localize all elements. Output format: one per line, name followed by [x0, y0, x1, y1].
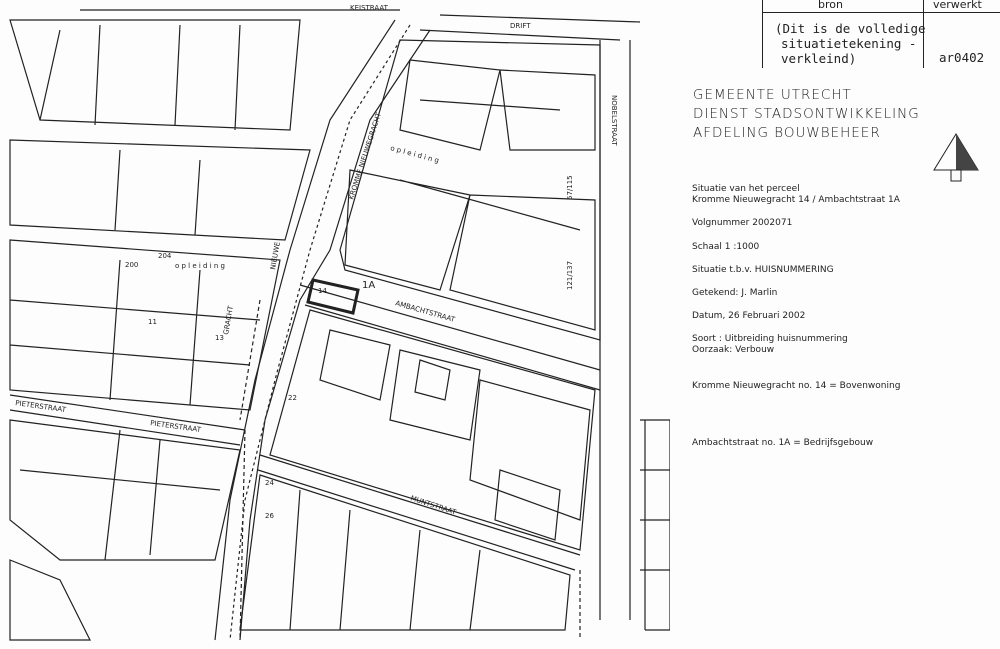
label-204: 204: [158, 252, 172, 260]
col-source-header: bron: [818, 0, 843, 11]
note-bovenwoning: Kromme Nieuwegracht no. 14 = Bovenwoning: [692, 381, 901, 391]
kromme-nieuwegracht-street-east: [239, 29, 431, 641]
type: Soort : Uitbreiding huisnummering: [692, 334, 848, 344]
header-line: GEMEENTE UTRECHT: [693, 87, 852, 103]
label-14: 14: [318, 287, 327, 295]
muntstraat-street: [257, 454, 581, 571]
subject-title: Situatie van het perceel: [692, 184, 800, 194]
processed-code: ar0402: [939, 50, 985, 65]
label-26: 26: [265, 512, 274, 520]
source-note-line: (Dit is de volledige: [775, 21, 926, 36]
ambachtstraat-street: [299, 284, 601, 391]
label-drift: DRIFT: [510, 22, 531, 30]
cause: Oorzaak: Verbouw: [692, 345, 775, 355]
scale: Schaal 1 :1000: [692, 242, 760, 252]
label-keistraat: KEISTRAAT: [350, 4, 389, 12]
nobelstraat-street: [599, 40, 646, 630]
keistraat-street: [39, 9, 400, 121]
label-gracht: GRACHT: [222, 305, 235, 336]
label-nobelstraat: NOBELSTRAAT: [610, 95, 618, 146]
parcel-dashes: [239, 299, 581, 641]
canal: [229, 24, 411, 641]
label-13: 13: [215, 334, 224, 342]
building-blocks: [9, 19, 670, 641]
drift-street: [419, 14, 641, 41]
label-parcel-1a: 1A: [362, 280, 375, 291]
label-nieuwe: NIEUWE: [269, 241, 282, 270]
label-opleiding-2: o p l e i d i n g: [175, 262, 225, 270]
label-57: 57/115: [566, 175, 574, 200]
col-processed-header: verwerkt: [933, 0, 982, 11]
source-table: bron verwerkt (Dit is de volledige situa…: [762, 0, 1000, 68]
org-header: GEMEENTE UTRECHT DIENST STADSONTWIKKELIN…: [693, 86, 920, 143]
kromme-nieuwegracht-street: [214, 19, 396, 641]
sequence-number: Volgnummer 2002071: [692, 218, 793, 228]
utrecht-logo-icon: [933, 133, 979, 182]
label-11: 11: [148, 318, 157, 326]
label-muntstraat: MUNTSTRAAT: [409, 494, 457, 517]
date: Datum, 26 Februari 2002: [692, 311, 806, 321]
drawn-by: Getekend: J. Marlin: [692, 288, 778, 298]
subject-address: Kromme Nieuwegracht 14 / Ambachtstraat 1…: [692, 195, 900, 205]
label-200: 200: [125, 261, 138, 269]
label-opleiding: o p l e i d i n g: [389, 144, 439, 165]
purpose: Situatie t.b.v. HUISNUMMERING: [692, 265, 834, 275]
label-121: 121/137: [566, 261, 574, 290]
label-22: 22: [288, 394, 297, 402]
header-line: DIENST STADSONTWIKKELING: [693, 106, 920, 122]
label-kromme-nieuwegracht: KROMME NIEUWEGRACHT: [347, 111, 383, 201]
pieterstraat-street: [9, 394, 246, 446]
header-line: AFDELING BOUWBEHEER: [693, 125, 881, 141]
note-bedrijfsgebouw: Ambachtstraat no. 1A = Bedrijfsgebouw: [692, 438, 874, 448]
source-note-line: verkleind): [781, 51, 857, 66]
highlighted-parcel: [306, 278, 360, 315]
source-note-line: situatietekening -: [781, 36, 917, 51]
cadastral-map: KEISTRAAT DRIFT NOBELSTRAAT KROMME NIEUW…: [9, 4, 670, 641]
label-24: 24: [265, 479, 274, 487]
